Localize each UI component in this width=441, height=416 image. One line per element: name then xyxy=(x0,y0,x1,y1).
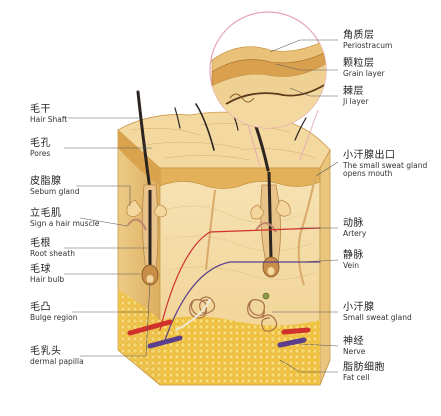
label-periostracum-zh: 角质层 xyxy=(343,30,375,41)
artery-left xyxy=(127,319,173,336)
label-sweat-gland-en: Small sweat gland xyxy=(343,312,412,322)
label-grain-layer-en: Grain layer xyxy=(343,68,385,78)
label-artery-en: Artery xyxy=(343,228,367,238)
artery-right xyxy=(281,327,311,335)
label-hair-bulb-en: Hair bulb xyxy=(30,274,65,284)
label-fat-cell-zh: 脂肪细胞 xyxy=(343,362,385,373)
skin-block xyxy=(117,111,331,386)
label-hair-muscle: 立毛肌 Sign a hair muscle xyxy=(30,208,99,228)
label-hair-muscle-en: Sign a hair muscle xyxy=(30,218,100,228)
epidermis-side-band xyxy=(118,130,160,186)
fat-layer-side xyxy=(118,290,160,385)
follicle-left xyxy=(141,184,159,286)
label-sweat-gland: 小汗腺 Small sweat gland xyxy=(343,302,412,322)
label-hair-shaft-zh: 毛干 xyxy=(30,104,51,115)
nerve-strand xyxy=(175,299,211,331)
label-sweat-mouth-en: The small sweat gland opens mouth xyxy=(343,160,428,179)
block-base xyxy=(117,349,331,386)
nerve-ending xyxy=(262,292,270,300)
label-artery-zh: 动脉 xyxy=(343,218,364,229)
label-hair-muscle-zh: 立毛肌 xyxy=(30,208,62,219)
label-periostracum: 角质层 Periostracum xyxy=(343,30,392,50)
label-hair-shaft-en: Hair Shaft xyxy=(30,114,68,124)
vein-left xyxy=(147,335,183,349)
label-grain-layer-zh: 颗粒层 xyxy=(343,58,375,69)
vein-thin xyxy=(164,261,321,341)
label-root-sheath-zh: 毛根 xyxy=(30,238,51,249)
label-grain-layer: 颗粒层 Grain layer xyxy=(343,58,385,78)
label-periostracum-en: Periostracum xyxy=(343,40,393,50)
label-dermal-papilla-en: dermal papilla xyxy=(30,356,84,366)
surface-texture xyxy=(129,123,316,161)
label-dermal-papilla: 毛乳头 dermal papilla xyxy=(30,346,84,366)
label-sweat-mouth-zh: 小汗腺出口 xyxy=(343,150,396,161)
label-sweat-mouth: 小汗腺出口 The small sweat gland opens mouth xyxy=(343,150,439,179)
label-sweat-gland-zh: 小汗腺 xyxy=(343,302,375,313)
hair-shaft-left xyxy=(136,90,152,192)
label-ji-layer: 棘层 Ji layer xyxy=(343,86,369,106)
label-fat-cell-en: Fat cell xyxy=(343,372,370,382)
label-hair-shaft: 毛干 Hair Shaft xyxy=(30,104,67,124)
label-ji-layer-en: Ji layer xyxy=(343,96,369,106)
label-sebum-gland-en: Sebum gland xyxy=(30,186,80,196)
sweat-gland-coils xyxy=(189,296,278,332)
fat-layer-front xyxy=(160,316,320,385)
label-sebum-gland-zh: 皮脂腺 xyxy=(30,176,62,187)
sebum-glands xyxy=(126,199,291,220)
label-bulge-region: 毛凸 Bulge region xyxy=(30,302,77,322)
label-sebum-gland: 皮脂腺 Sebum gland xyxy=(30,176,80,196)
hair-shaft-mid xyxy=(195,103,215,151)
artery-thin xyxy=(159,227,321,331)
label-hair-bulb: 毛球 Hair bulb xyxy=(30,264,64,284)
label-vein-zh: 静脉 xyxy=(343,250,364,261)
label-bulge-region-zh: 毛凸 xyxy=(30,302,51,313)
label-pores-en: Pores xyxy=(30,148,51,158)
label-artery: 动脉 Artery xyxy=(343,218,366,238)
label-ji-layer-zh: 棘层 xyxy=(343,86,364,97)
label-vein-en: Vein xyxy=(343,260,359,270)
label-nerve: 神经 Nerve xyxy=(343,336,365,356)
vessels xyxy=(127,227,321,349)
label-fat-cell: 脂肪细胞 Fat cell xyxy=(343,362,385,382)
label-root-sheath-en: Root sheath xyxy=(30,248,75,258)
label-nerve-zh: 神经 xyxy=(343,336,364,347)
label-nerve-en: Nerve xyxy=(343,346,366,356)
block-right-face xyxy=(319,148,331,386)
label-vein: 静脉 Vein xyxy=(343,250,364,270)
vein-right xyxy=(277,337,307,348)
label-dermal-papilla-zh: 毛乳头 xyxy=(30,346,62,357)
label-bulge-region-en: Bulge region xyxy=(30,312,78,322)
leader-lines xyxy=(64,39,339,373)
sweat-gland-duct xyxy=(205,177,316,286)
label-root-sheath: 毛根 Root sheath xyxy=(30,238,75,258)
epidermis-front-band xyxy=(159,167,321,189)
label-pores-zh: 毛孔 xyxy=(30,138,51,149)
label-pores: 毛孔 Pores xyxy=(30,138,51,158)
label-hair-bulb-zh: 毛球 xyxy=(30,264,51,275)
